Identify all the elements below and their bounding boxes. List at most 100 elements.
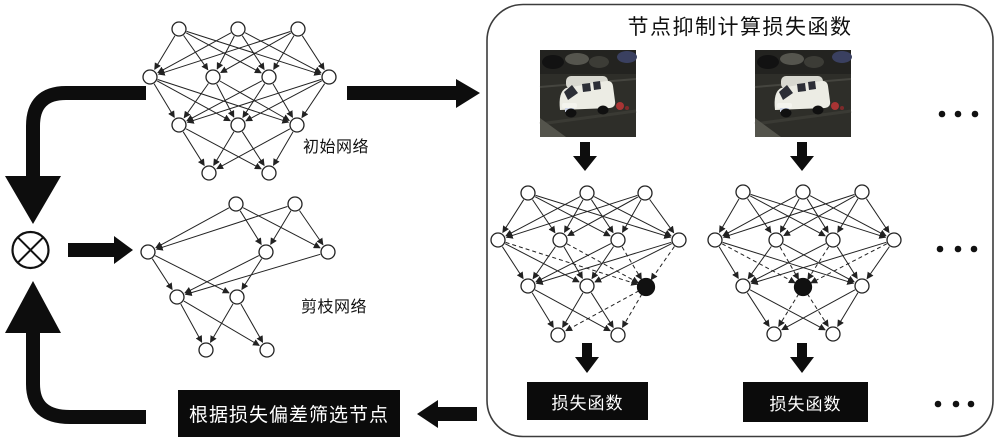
network-edge	[502, 199, 525, 234]
network-edge	[299, 210, 324, 246]
suppressed-edge	[810, 243, 888, 284]
network-node	[140, 244, 156, 260]
network-edge	[591, 246, 614, 280]
network-node	[671, 232, 687, 248]
vehicle-image	[753, 48, 854, 139]
network-edge	[156, 80, 231, 122]
initial-network	[142, 21, 337, 181]
suppressed-network-2	[707, 184, 902, 342]
network-edge	[273, 35, 295, 71]
suppressed-network-1	[490, 185, 687, 343]
ellipsis-icon	[938, 110, 979, 118]
network-edge	[750, 241, 887, 285]
network-edge	[157, 31, 291, 76]
loop-up-arrow-icon	[5, 281, 146, 424]
suppressed-node	[636, 277, 656, 297]
network-edge	[590, 292, 614, 329]
network-edge	[186, 80, 263, 122]
network-edge	[722, 195, 797, 237]
network-edge	[183, 83, 209, 119]
network-node	[320, 244, 336, 260]
network-edge	[151, 258, 173, 291]
network-edge	[184, 255, 260, 294]
suppressed-edge	[505, 241, 639, 286]
network-node	[735, 184, 751, 200]
filter-nodes-box: 根据损失偏差筛选节点	[178, 390, 400, 437]
network-node	[886, 232, 902, 248]
network-edge	[749, 289, 826, 331]
suppressed-node	[793, 277, 813, 297]
network-edge	[535, 243, 612, 283]
network-edge	[747, 246, 772, 280]
network-node	[579, 278, 595, 294]
network-edge	[505, 194, 638, 239]
network-edge	[273, 131, 294, 166]
network-edge	[239, 210, 262, 246]
network-edge	[505, 196, 581, 237]
image-to-network-arrow-icon	[790, 142, 814, 171]
network-edge	[781, 289, 856, 331]
network-edge	[180, 303, 203, 343]
network-node	[258, 244, 274, 260]
network-edge	[622, 199, 642, 233]
network-node	[261, 165, 277, 181]
network-node	[230, 21, 246, 37]
network-edge	[301, 35, 325, 71]
network-edge	[501, 246, 524, 280]
network-edge	[182, 131, 205, 167]
network-edge	[718, 246, 739, 280]
multiply-icon	[11, 230, 50, 270]
network-edge	[594, 243, 673, 283]
network-edge	[837, 292, 859, 328]
network-node	[637, 185, 653, 201]
network-node	[854, 184, 870, 200]
network-node	[290, 21, 306, 37]
pruned-network-label: 剪枝网络	[301, 297, 368, 316]
network-edge	[504, 243, 580, 283]
network-edge	[241, 258, 263, 291]
network-node	[520, 278, 536, 294]
panel-to-filter-arrow-icon	[417, 400, 477, 428]
network-node	[579, 185, 595, 201]
image-to-network-arrow-icon	[573, 142, 597, 171]
network-node	[287, 196, 303, 212]
network-edge	[719, 198, 740, 233]
suppressed-edge	[779, 246, 799, 280]
network-node	[707, 232, 723, 248]
network-node	[825, 232, 841, 248]
network-node	[490, 232, 506, 248]
initial-network-label: 初始网络	[303, 137, 370, 156]
network-to-panel-arrow-icon	[347, 79, 480, 108]
network-node	[169, 289, 185, 305]
network-edge	[865, 198, 890, 234]
network-node	[142, 69, 158, 85]
network-edge	[806, 198, 829, 234]
network-node	[550, 327, 566, 343]
network-edge	[241, 35, 265, 71]
network-to-loss-arrow-icon	[575, 343, 599, 373]
network-edge	[157, 32, 232, 74]
network-edge	[245, 80, 323, 122]
network-node	[520, 185, 536, 201]
network-edge	[567, 196, 639, 237]
network-edge	[837, 198, 859, 234]
pruned-network	[140, 196, 336, 358]
ellipsis-icon	[934, 400, 975, 408]
network-node	[766, 326, 782, 342]
suppressed-edge	[621, 246, 642, 281]
network-edge	[213, 131, 235, 167]
network-node	[201, 165, 217, 181]
loss-function-box: 损失函数	[743, 382, 868, 422]
network-edge	[154, 35, 176, 71]
network-node	[198, 342, 214, 358]
network-node	[795, 184, 811, 200]
network-edge	[240, 303, 264, 343]
loop-down-arrow-icon	[5, 86, 146, 224]
loss-function-box: 损失函数	[527, 382, 648, 420]
network-edge	[155, 206, 288, 251]
network-edge	[270, 210, 292, 246]
network-edge	[154, 255, 230, 294]
network-edge	[866, 246, 890, 280]
